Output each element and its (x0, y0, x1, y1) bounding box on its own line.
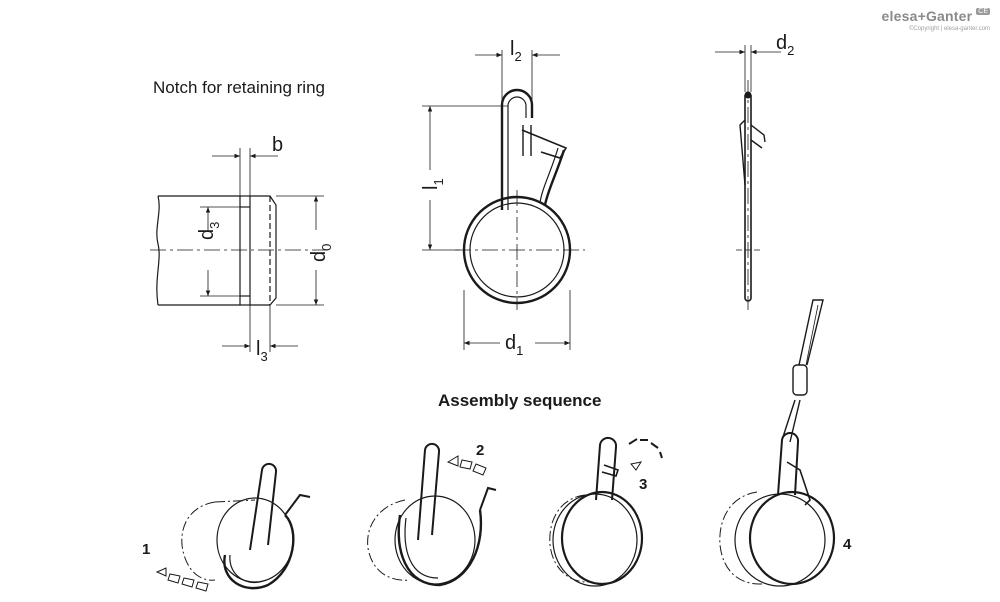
ring-side-view (715, 45, 781, 310)
assembly-step-2 (367, 442, 497, 587)
step-2-label: 2 (476, 442, 485, 459)
dim-d1: d1 (505, 332, 524, 358)
dim-b: b (272, 134, 284, 156)
notch-drawing (150, 148, 330, 352)
step-1-label: 1 (142, 541, 151, 558)
assembly-step-1 (155, 462, 311, 592)
dim-l2: l2 (510, 38, 522, 64)
brand-badge: CE (976, 8, 990, 15)
dim-d2: d2 (776, 32, 795, 58)
assembly-step-3 (549, 436, 663, 587)
assembly-step-4 (719, 299, 836, 587)
step-4-label: 4 (843, 536, 852, 553)
assembly-title: Assembly sequence (438, 391, 602, 410)
notch-title: Notch for retaining ring (153, 78, 325, 97)
brand-name: elesa+Ganter (881, 8, 973, 24)
ring-front-view (422, 50, 585, 350)
brand-copyright: ©Copyright | elesa-ganter.com (908, 26, 990, 32)
dim-l3: l3 (256, 338, 268, 364)
step-3-label: 3 (639, 476, 648, 493)
